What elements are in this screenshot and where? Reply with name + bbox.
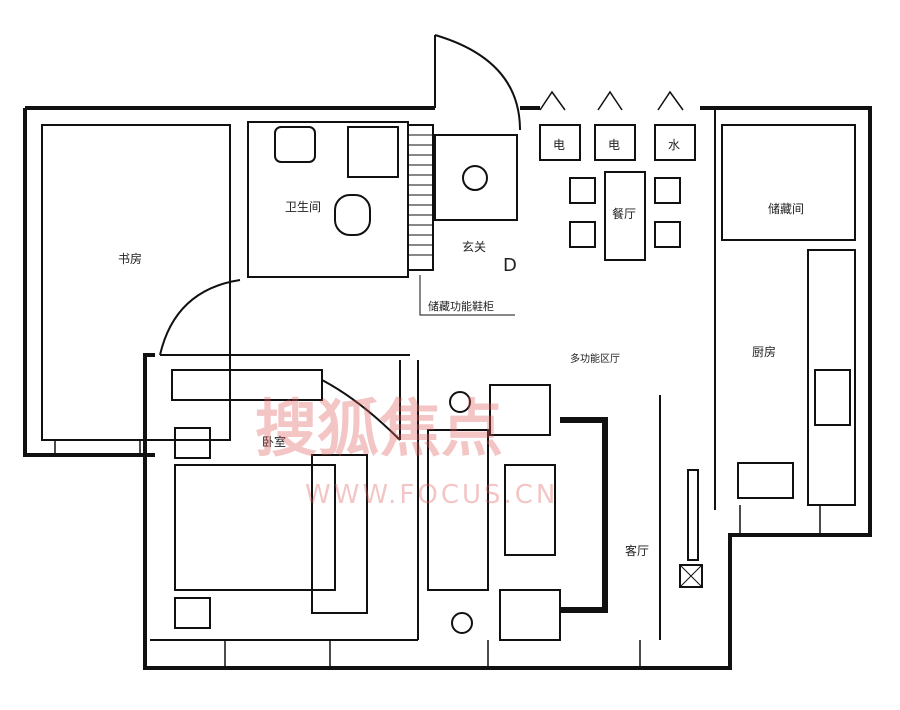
label-shoe-cabinet: 储藏功能鞋柜 — [428, 300, 494, 313]
outer-wall — [23, 106, 872, 670]
toilet — [334, 194, 371, 236]
sofa — [427, 429, 489, 591]
room-label-bedroom: 卧室 — [262, 435, 287, 449]
meter-label: 电 — [553, 138, 566, 152]
stove — [737, 462, 794, 499]
tv-cabinet — [687, 469, 699, 561]
meter-box — [594, 124, 636, 161]
plant — [451, 612, 473, 634]
room-label-bathroom: 卫生间 — [285, 200, 322, 214]
room-label-multifunction: 多功能区厅 — [570, 354, 620, 365]
bed — [174, 464, 336, 591]
armchair — [499, 589, 561, 641]
nightstand — [174, 427, 211, 459]
inner-wall — [41, 124, 231, 441]
shaft — [679, 564, 703, 588]
window — [54, 440, 821, 668]
bedroom-door — [321, 360, 401, 441]
shaft-cross — [679, 564, 703, 588]
meter-box — [654, 124, 696, 161]
meter-roofs — [539, 90, 684, 111]
meter-box — [539, 124, 581, 161]
meter-label: 水 — [668, 138, 681, 152]
study-door — [159, 279, 241, 356]
chair — [654, 177, 681, 204]
bedroom-rug — [311, 454, 368, 614]
shoe-cabinet — [407, 124, 434, 271]
shoe-cabinet-leader — [419, 275, 515, 316]
dining-table — [604, 171, 646, 261]
meter-label: 电 — [608, 138, 621, 152]
watermark-url: WWW.FOCUS.CN — [305, 480, 559, 510]
living-rug — [560, 417, 608, 613]
wardrobe — [171, 369, 323, 401]
chair — [569, 221, 596, 248]
room-label-storage: 储藏间 — [768, 202, 805, 216]
rug-ornament — [462, 165, 488, 191]
room-label-kitchen: 厨房 — [752, 345, 777, 359]
kitchen-counter — [807, 249, 856, 506]
bathtub — [347, 126, 399, 178]
sink-kitchen — [814, 369, 851, 426]
chair — [569, 177, 596, 204]
coffee-table — [504, 464, 556, 556]
room-label-study: 书房 — [118, 252, 143, 266]
entry-door — [434, 34, 521, 131]
entrance-rug — [434, 134, 518, 221]
bathroom-wall — [247, 121, 409, 278]
armchair — [489, 384, 551, 436]
room-label-living: 客厅 — [625, 544, 650, 558]
sink — [274, 126, 316, 163]
storage-room — [721, 124, 856, 241]
watermark-brand: 搜狐焦点 — [255, 392, 504, 465]
room-label-dining: 餐厅 — [612, 207, 637, 221]
chair — [654, 221, 681, 248]
nightstand — [174, 597, 211, 629]
shoe-cabinet-lines — [408, 134, 433, 256]
door-mark: D — [503, 255, 517, 276]
plant — [449, 391, 471, 413]
room-label-entrance: 玄关 — [462, 240, 487, 254]
inner-wall — [150, 354, 419, 641]
